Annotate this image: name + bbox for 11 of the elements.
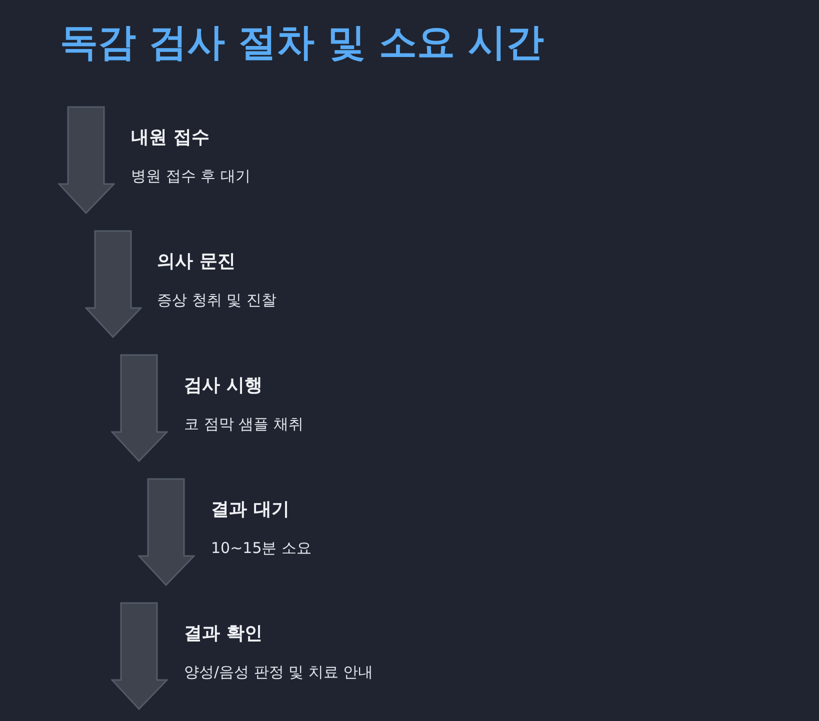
step-heading: 결과 대기	[211, 498, 290, 522]
step-description: 코 점막 샘플 채취	[184, 414, 304, 434]
step-heading: 결과 확인	[184, 622, 262, 646]
step-heading: 내원 접수	[131, 126, 210, 150]
step-heading: 검사 시행	[184, 374, 262, 398]
step-description: 증상 청취 및 진찰	[157, 290, 276, 310]
step-description: 병원 접수 후 대기	[131, 166, 250, 186]
title: 독감 검사 절차 및 소요 시간	[60, 19, 544, 66]
step-heading: 의사 문진	[157, 250, 236, 274]
step-description: 양성/음성 판정 및 치료 안내	[184, 662, 374, 682]
step-description: 10~15분 소요	[211, 538, 312, 558]
